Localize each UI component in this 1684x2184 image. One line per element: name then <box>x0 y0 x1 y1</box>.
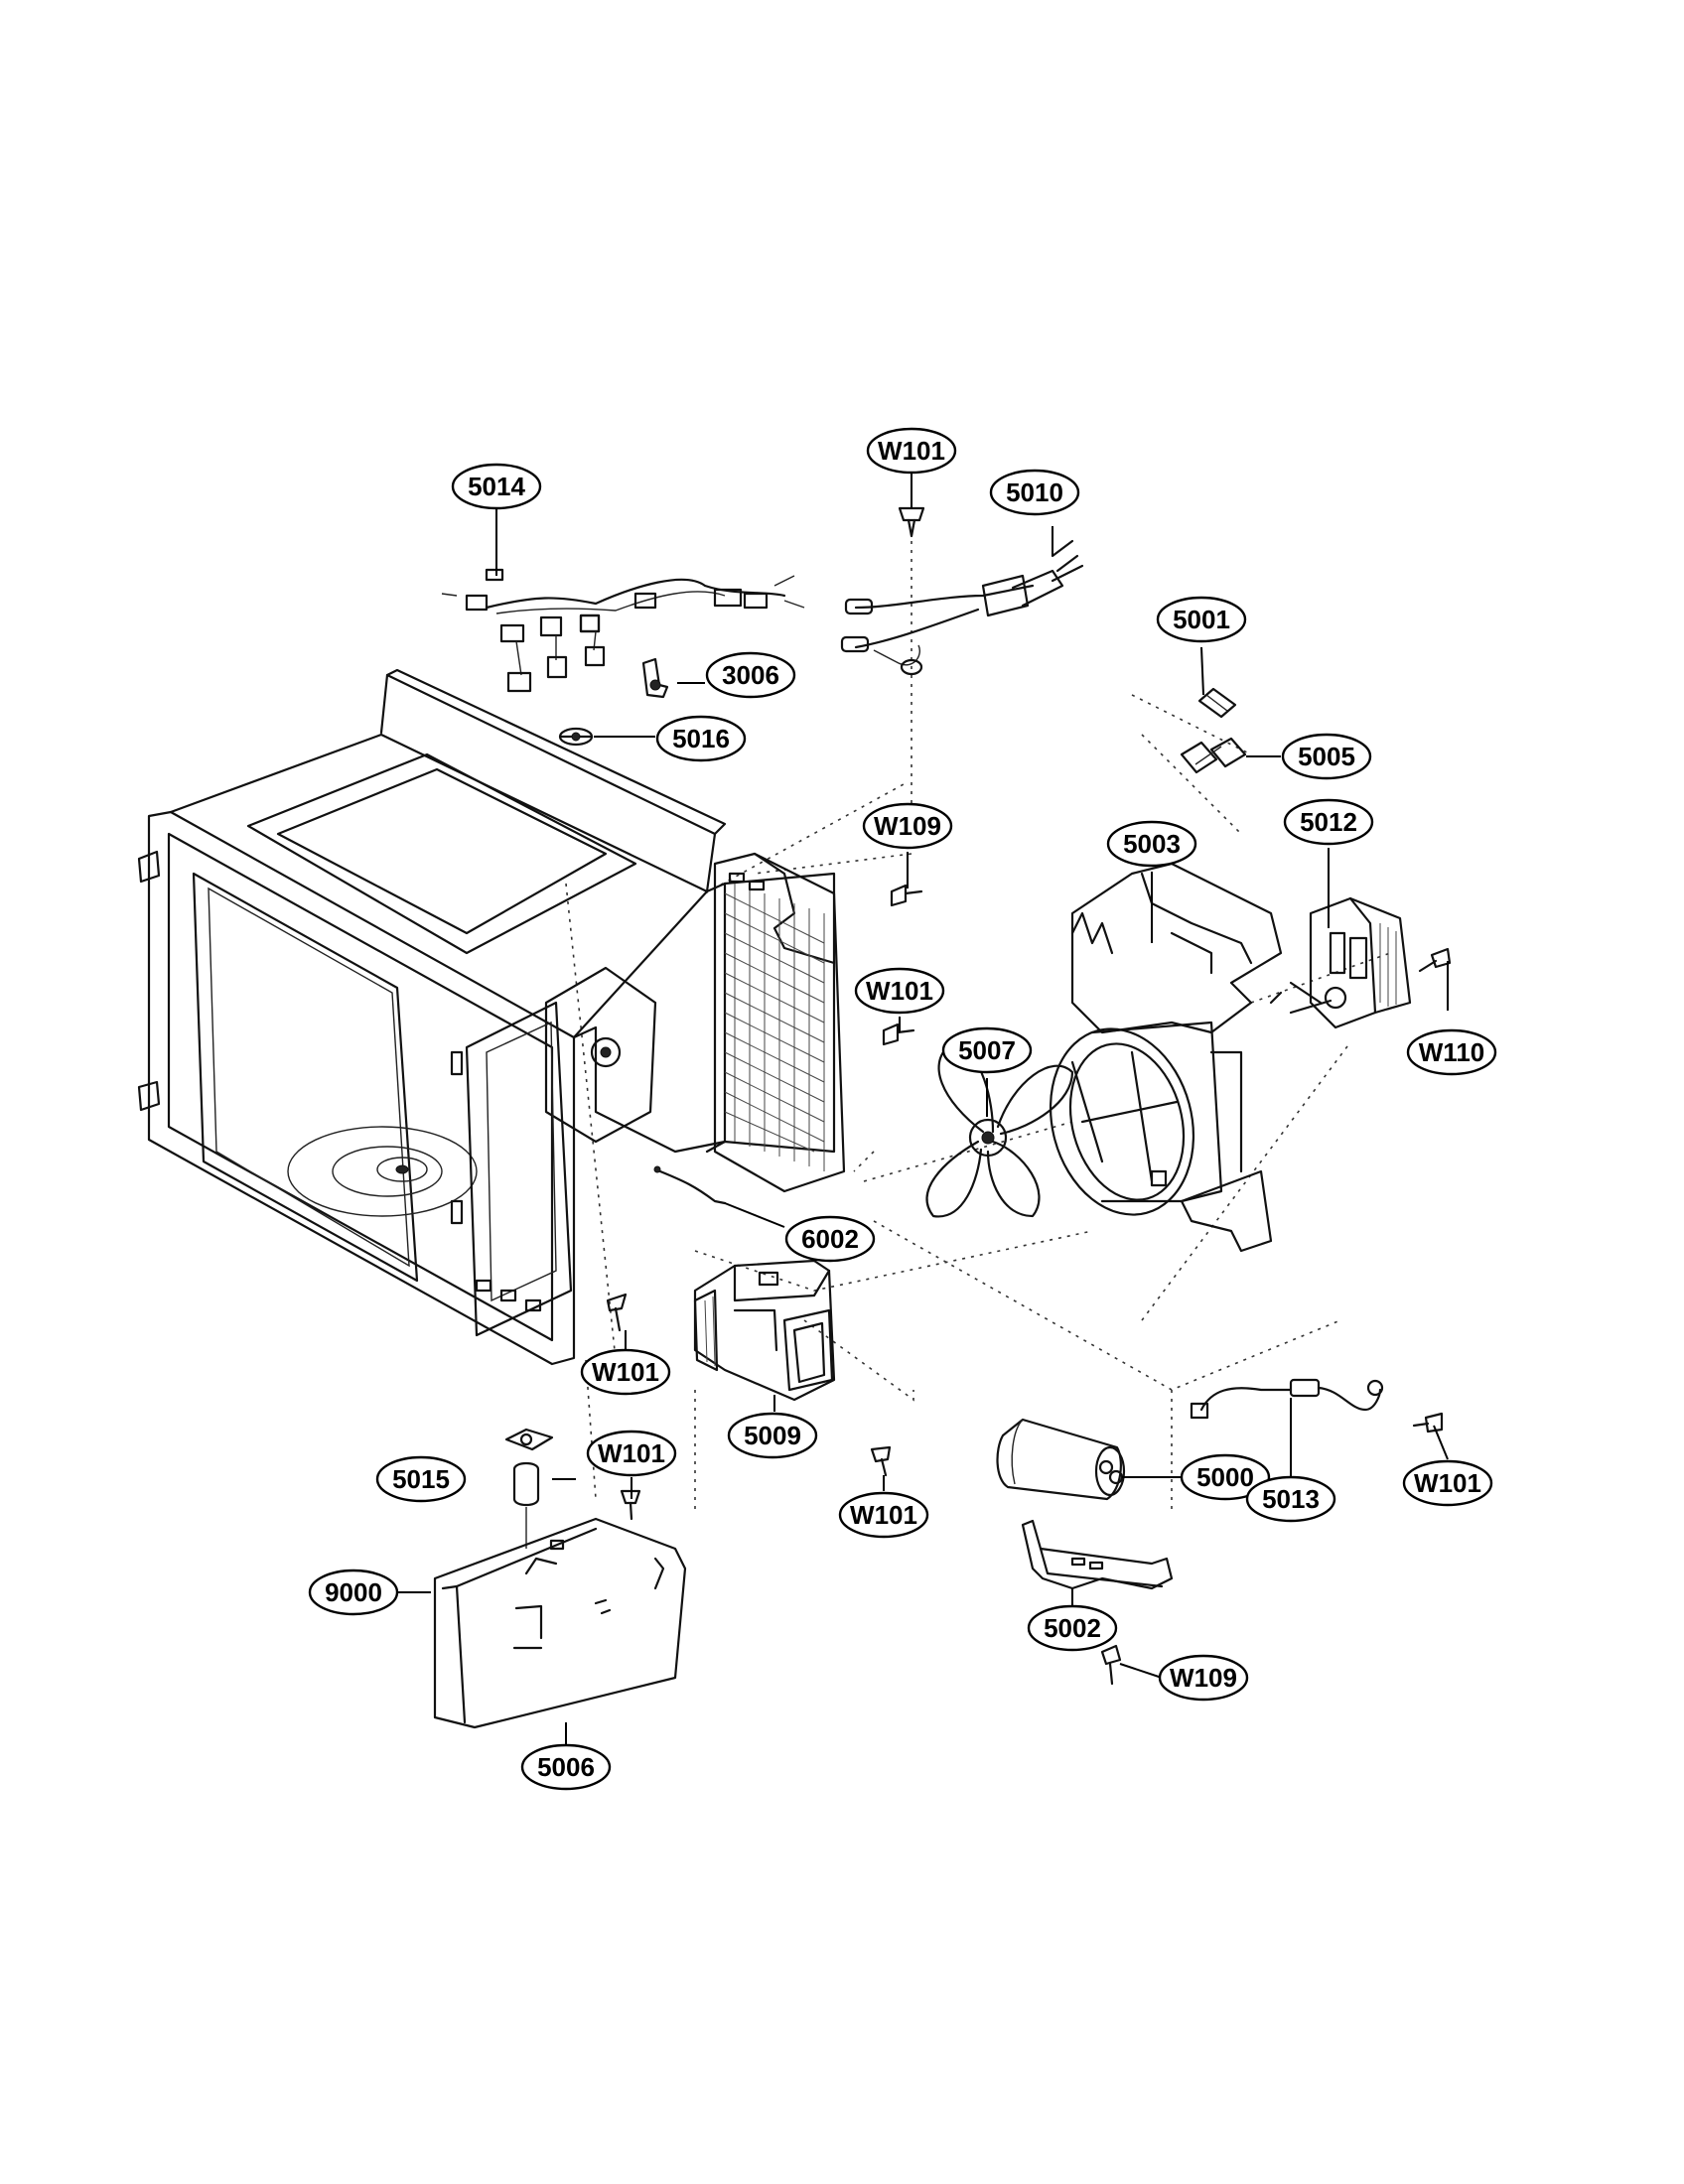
callout-5014: 5014 <box>451 463 542 510</box>
callout-w101-mid: W101 <box>854 967 945 1015</box>
capacitor-5000 <box>996 1418 1126 1501</box>
callout-5001: 5001 <box>1156 596 1247 643</box>
callout-label: W101 <box>1414 1468 1481 1498</box>
callout-5000: 5000 <box>1180 1453 1271 1501</box>
magnetron-5009 <box>693 1259 836 1402</box>
oven-cavity <box>137 668 846 1366</box>
callout-w109-mid: W109 <box>862 802 953 850</box>
leader-lines <box>397 473 1449 1745</box>
callout-5015: 5015 <box>375 1455 467 1503</box>
screw-w101-right <box>1412 1412 1444 1433</box>
screw-w101-left <box>606 1293 628 1332</box>
callout-5007: 5007 <box>941 1026 1033 1074</box>
fuse-5001 <box>1197 687 1237 719</box>
callout-label: W101 <box>592 1357 659 1387</box>
callout-label: 6002 <box>801 1224 859 1254</box>
screw-w110 <box>1418 947 1452 973</box>
callout-label: W101 <box>866 976 933 1006</box>
callout-label: 3006 <box>722 660 779 690</box>
callout-label: 5016 <box>672 724 730 753</box>
vent-grid <box>724 884 825 1171</box>
callout-w101-left: W101 <box>580 1348 671 1396</box>
wire-harness-5014 <box>441 568 805 693</box>
callout-label: W101 <box>598 1438 665 1468</box>
callout-label: 5001 <box>1173 605 1230 634</box>
callout-label: 5005 <box>1298 742 1355 771</box>
callout-5013: 5013 <box>1245 1475 1336 1523</box>
fan-blade-5007 <box>925 1040 1074 1218</box>
callout-label: W109 <box>1170 1663 1237 1693</box>
callout-label: 5013 <box>1262 1484 1320 1514</box>
screw-w101-center <box>870 1445 892 1477</box>
bracket-5002 <box>1021 1519 1174 1590</box>
callout-label: W109 <box>874 811 941 841</box>
callout-label: W110 <box>1419 1037 1485 1067</box>
callout-label: 5002 <box>1044 1613 1101 1643</box>
fan-bracket-5003 <box>1049 862 1323 1253</box>
callout-9000: 9000 <box>308 1569 399 1616</box>
callout-5005: 5005 <box>1281 733 1372 780</box>
callout-label: 5012 <box>1300 807 1357 837</box>
callout-label: 5015 <box>392 1464 450 1494</box>
part-6002 <box>653 1165 727 1205</box>
fuse-holder-5005 <box>1180 737 1247 774</box>
callout-w101-top: W101 <box>866 427 957 475</box>
callout-label: 5010 <box>1006 478 1063 507</box>
callout-w101-bl: W101 <box>586 1430 677 1477</box>
callout-w109-bottom: W109 <box>1158 1654 1249 1702</box>
callout-label: 5003 <box>1123 829 1181 859</box>
power-cord-5010 <box>840 539 1084 676</box>
screw-w109-mid <box>890 884 923 907</box>
callout-6002: 6002 <box>784 1215 876 1263</box>
screw-w101-bl <box>620 1489 641 1521</box>
callout-label: W101 <box>850 1500 917 1530</box>
callout-5010: 5010 <box>989 469 1080 516</box>
callout-label: 9000 <box>325 1577 382 1607</box>
callout-label: 5007 <box>958 1035 1016 1065</box>
part-3006 <box>641 657 669 699</box>
screw-w101-top <box>898 506 925 538</box>
assembly-guide-lines <box>565 541 1391 1509</box>
callout-label: 5006 <box>537 1752 595 1782</box>
callout-5006: 5006 <box>520 1743 612 1791</box>
callout-label: 5014 <box>468 472 525 501</box>
callout-label: 5009 <box>744 1421 801 1450</box>
diode-5013 <box>1190 1378 1384 1420</box>
motor-5015 <box>504 1428 554 1549</box>
callout-w101-center: W101 <box>838 1491 929 1539</box>
callout-w101-right: W101 <box>1402 1459 1493 1507</box>
callout-5003: 5003 <box>1106 820 1197 868</box>
callout-5016: 5016 <box>655 715 747 762</box>
callout-5009: 5009 <box>727 1412 818 1459</box>
interlock-switch-5012 <box>1289 896 1412 1029</box>
screw-w109-bottom <box>1100 1644 1122 1686</box>
callout-label: W101 <box>878 436 945 466</box>
callout-label: 5000 <box>1196 1462 1254 1492</box>
base-plate-5006 <box>433 1517 687 1729</box>
callout-5002: 5002 <box>1027 1604 1118 1652</box>
callout-3006: 3006 <box>705 651 796 699</box>
thermal-cutout-5016 <box>558 727 594 747</box>
callout-5012: 5012 <box>1283 798 1374 846</box>
callout-w110: W110 <box>1406 1028 1497 1076</box>
